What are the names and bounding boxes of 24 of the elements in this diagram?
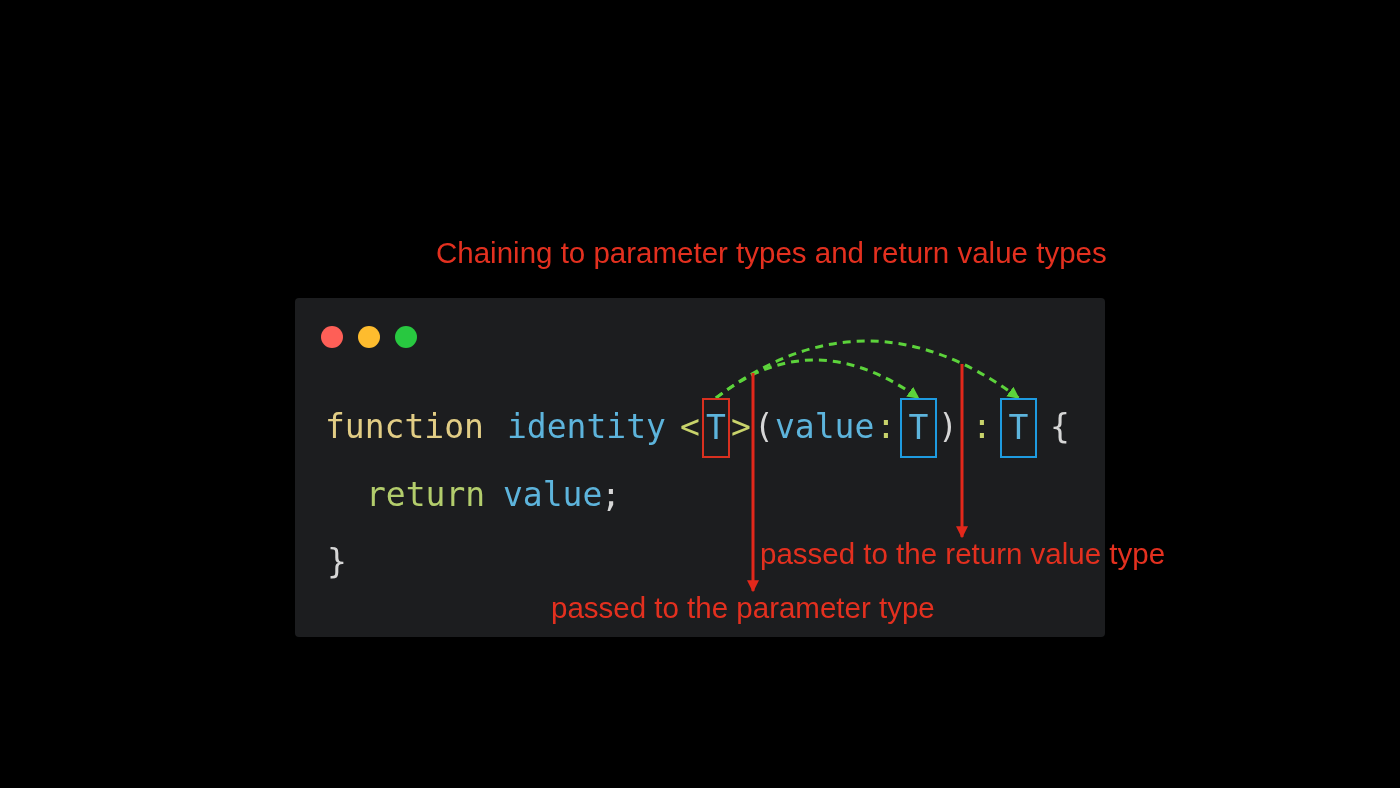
code-identifier: value — [503, 475, 603, 515]
dashed-arrow — [715, 339, 1020, 400]
code-punctuation: ( — [754, 407, 774, 447]
code-punctuation: : — [972, 407, 992, 447]
code-punctuation: { — [1050, 407, 1070, 447]
code-punctuation: : — [876, 407, 896, 447]
code-punctuation: } — [327, 542, 347, 582]
diagram-title: Chaining to parameter types and return value types — [436, 236, 1107, 270]
code-punctuation: ; — [601, 475, 621, 515]
annotation-text: passed to the return value type — [760, 537, 1166, 571]
type-parameter-box: T — [702, 398, 730, 458]
code-identifier: value — [775, 407, 875, 447]
code-keyword: return — [366, 475, 486, 515]
return-type-box: T — [1000, 398, 1037, 458]
code-punctuation: ) — [938, 407, 958, 447]
arrow — [747, 373, 759, 593]
code-punctuation: < — [680, 407, 700, 447]
arrow — [956, 364, 968, 539]
code-window — [295, 298, 1105, 637]
code-identifier: identity — [507, 407, 666, 447]
parameter-type-box: T — [900, 398, 937, 458]
annotation-text: passed to the parameter type — [551, 591, 935, 625]
code-punctuation: > — [731, 407, 751, 447]
code-keyword: function — [325, 407, 484, 447]
